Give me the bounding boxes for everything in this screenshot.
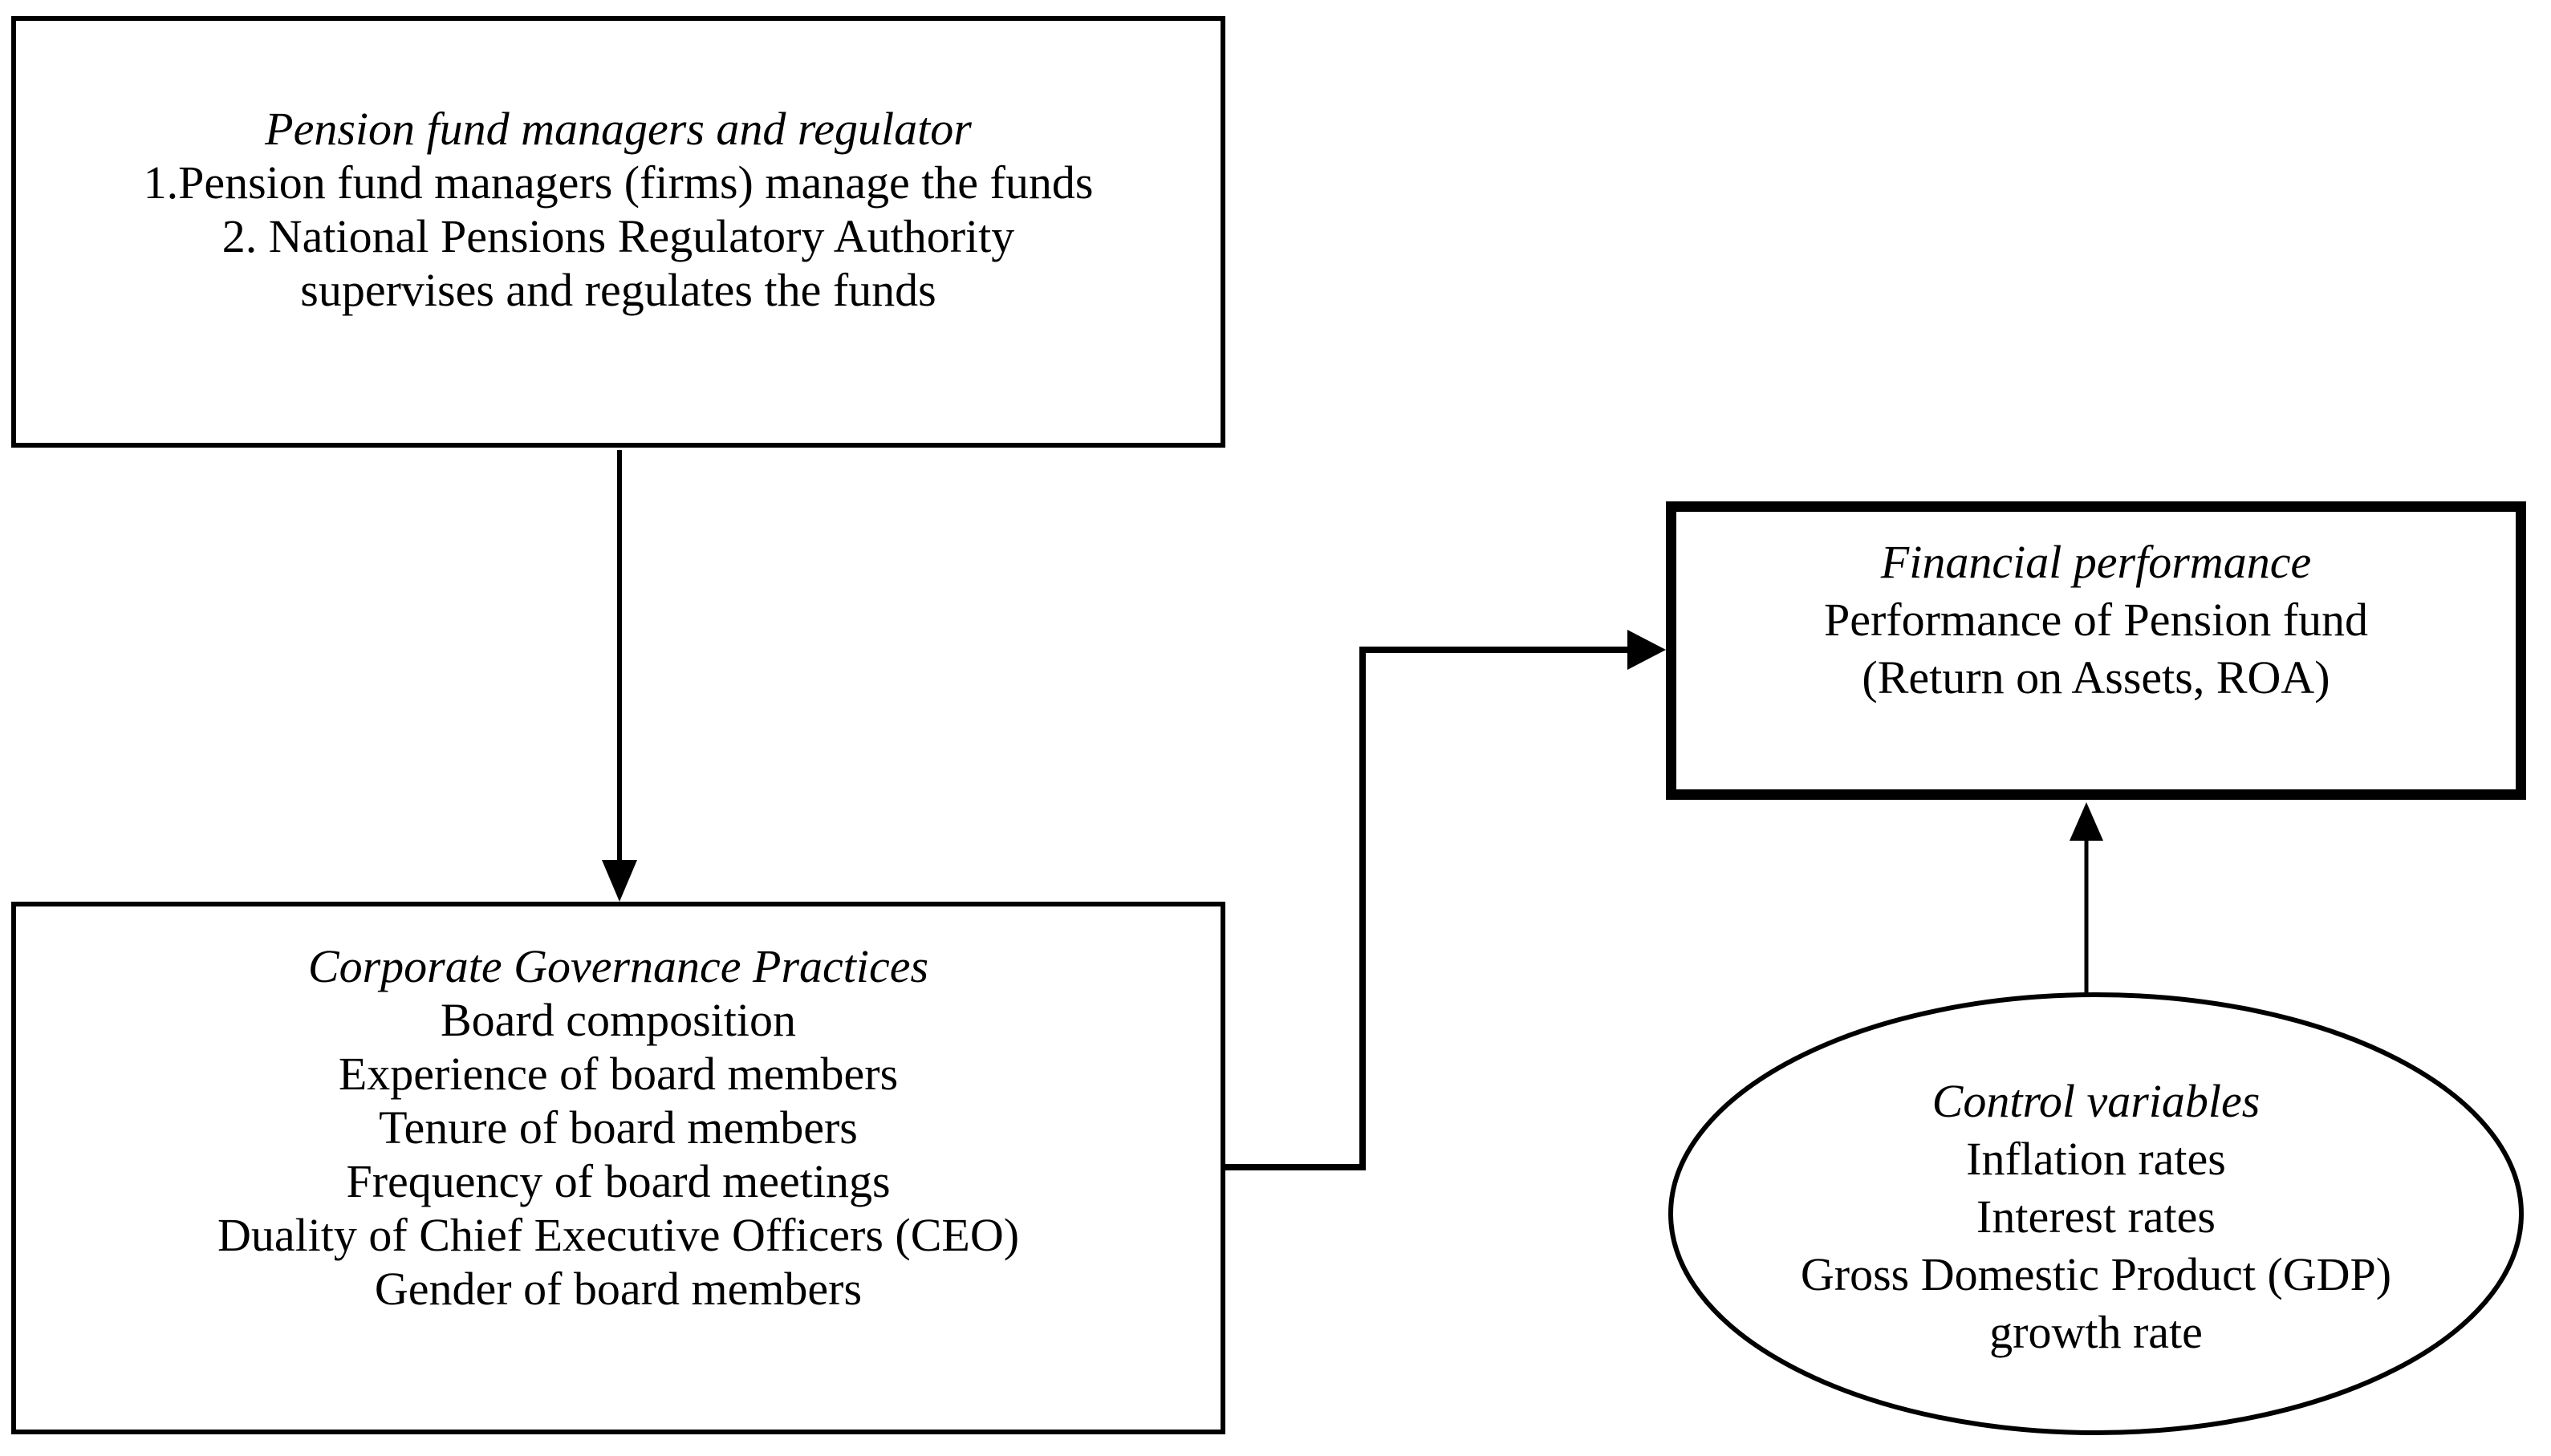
corporate-governance-line: Duality of Chief Executive Officers (CEO… bbox=[217, 1209, 1020, 1261]
corporate-governance-line: Board composition bbox=[440, 994, 796, 1046]
corporate-governance-box-outline bbox=[11, 902, 1225, 1434]
corporate-governance-box: Corporate Governance Practices Board com… bbox=[11, 939, 1225, 1316]
control-variables-line: Interest rates bbox=[1976, 1190, 2216, 1243]
control-variables-title: Control variables bbox=[1932, 1075, 2261, 1127]
pension-managers-line: 2. National Pensions Regulatory Authorit… bbox=[221, 210, 1015, 262]
corporate-governance-line: Gender of board members bbox=[374, 1263, 863, 1315]
arrow-governance-to-performance-head-icon bbox=[1627, 630, 1666, 670]
control-variables-ellipse-outline bbox=[1668, 992, 2524, 1435]
pension-managers-box-outline bbox=[11, 16, 1225, 448]
control-variables-line: Gross Domestic Product (GDP) bbox=[1800, 1248, 2392, 1300]
pension-managers-line: supervises and regulates the funds bbox=[300, 264, 936, 316]
financial-performance-box-outline bbox=[1666, 501, 2526, 800]
arrow-managers-to-governance-head-icon bbox=[602, 860, 637, 902]
corporate-governance-line: Frequency of board meetings bbox=[346, 1155, 891, 1207]
arrow-controls-to-performance-head-icon bbox=[2070, 802, 2103, 841]
corporate-governance-line: Experience of board members bbox=[338, 1048, 899, 1100]
control-variables-line: Inflation rates bbox=[1966, 1133, 2226, 1185]
pension-managers-box: Pension fund managers and regulator 1.Pe… bbox=[11, 102, 1225, 317]
corporate-governance-title: Corporate Governance Practices bbox=[307, 940, 929, 992]
control-variables-line: growth rate bbox=[1989, 1306, 2203, 1358]
control-variables-ellipse: Control variables Inflation rates Intere… bbox=[1671, 1073, 2521, 1361]
pension-managers-title: Pension fund managers and regulator bbox=[265, 103, 972, 155]
pension-managers-line: 1.Pension fund managers (firms) manage t… bbox=[143, 156, 1094, 209]
financial-performance-line: Performance of Pension fund bbox=[1823, 594, 2369, 646]
financial-performance-line: (Return on Assets, ROA) bbox=[1862, 651, 2330, 704]
financial-performance-title: Financial performance bbox=[1880, 536, 2312, 588]
financial-performance-box: Financial performance Performance of Pen… bbox=[1666, 533, 2526, 707]
corporate-governance-line: Tenure of board members bbox=[379, 1101, 858, 1154]
arrow-governance-to-performance-line bbox=[1225, 647, 1631, 1170]
